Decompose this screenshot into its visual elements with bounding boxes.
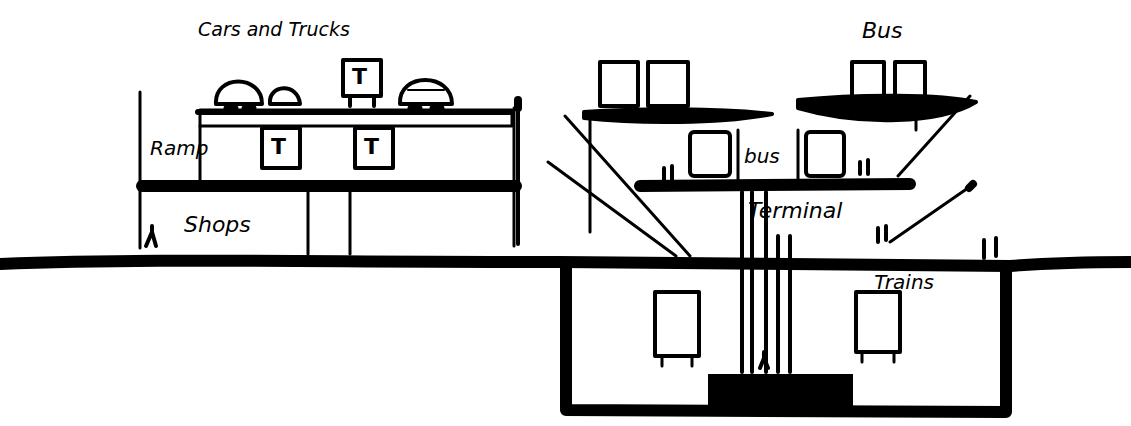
train-trench (566, 266, 1006, 412)
bus (806, 132, 844, 176)
bus (648, 62, 688, 106)
area-label: Terminal (748, 200, 842, 222)
truck (262, 128, 300, 168)
area-label: bus (744, 146, 780, 166)
level-zone: Trains (572, 270, 1002, 406)
car-wheels (226, 106, 254, 111)
bus (852, 62, 884, 100)
left-wall (139, 92, 142, 248)
vehicle-mark: T (271, 136, 286, 158)
truck (355, 128, 393, 168)
post-cap (969, 184, 973, 188)
level-name: Shops (184, 214, 251, 236)
truck-wheels (350, 96, 374, 106)
bus (600, 62, 638, 106)
train-car (856, 292, 900, 352)
shop-wall (308, 192, 350, 254)
truck (343, 60, 381, 96)
ramp-slab (142, 180, 516, 192)
train-car (655, 292, 699, 356)
level-zone: Shops (150, 196, 306, 254)
area-label: Bus (862, 20, 903, 42)
train-platform (708, 374, 853, 406)
bus (895, 62, 925, 100)
area-label: Ramp (150, 138, 208, 158)
area-label: Cars and Trucks (198, 20, 350, 39)
car (216, 82, 262, 105)
roof-edge (198, 109, 512, 115)
person (664, 160, 996, 368)
car (400, 80, 452, 104)
bus-deck (798, 96, 976, 120)
column (738, 120, 916, 180)
vehicle-mark: T (352, 66, 367, 88)
car-wheels (410, 106, 442, 111)
person (146, 226, 156, 246)
post-cap (514, 100, 522, 108)
post (516, 100, 520, 244)
post (514, 108, 590, 246)
ramp-line (548, 96, 970, 256)
vehicle-mark: T (364, 136, 379, 158)
terminal-deck (640, 184, 910, 186)
bus-deck (584, 109, 772, 122)
bus (690, 132, 730, 176)
car-detail (408, 89, 444, 91)
car (270, 88, 300, 104)
level-name: Trains (874, 272, 934, 292)
